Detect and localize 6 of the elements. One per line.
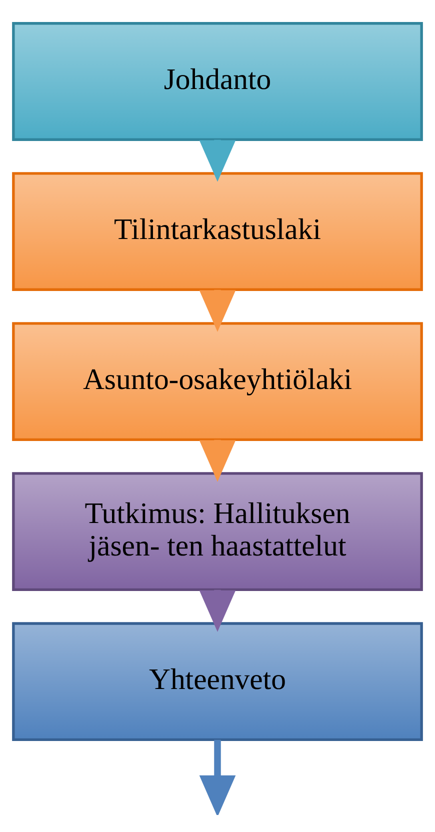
node-box: Tilintarkastuslaki (12, 172, 423, 290)
node-box: Yhteenveto (12, 622, 423, 741)
node-box: Johdanto (12, 22, 423, 140)
node-box: Asunto-osakeyhtiölaki (12, 322, 423, 441)
node-box: Tutkimus: Hallituksen jäsen- ten haastattelut (12, 472, 423, 591)
arrow (199, 739, 236, 814)
